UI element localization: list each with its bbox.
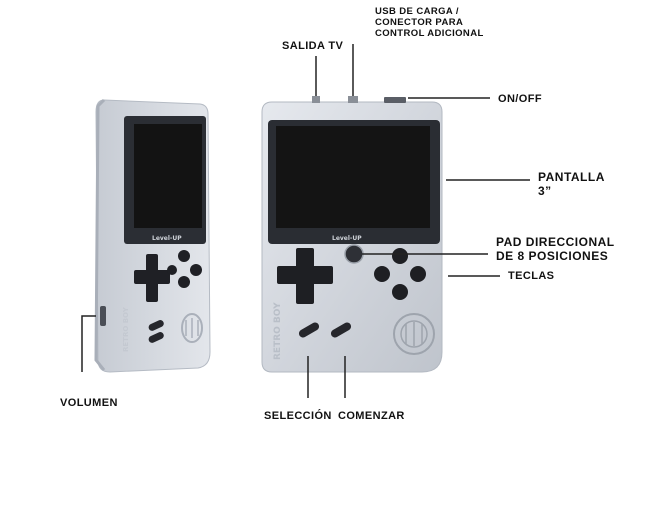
angled-button-2 bbox=[190, 264, 202, 276]
power-switch bbox=[384, 97, 406, 103]
label-teclas: TECLAS bbox=[508, 270, 555, 282]
front-button-right bbox=[410, 266, 426, 282]
angled-button-4 bbox=[167, 265, 177, 275]
leader-volumen bbox=[81, 315, 96, 372]
front-dpad-horizontal bbox=[277, 266, 333, 284]
label-seleccion: SELECCIÓN bbox=[264, 410, 332, 422]
label-volumen: VOLUMEN bbox=[60, 397, 118, 409]
front-start-button bbox=[330, 322, 352, 338]
tv-out-port bbox=[312, 96, 320, 103]
front-select-button bbox=[298, 322, 320, 338]
label-usb: USB DE CARGA / CONECTOR PARA CONTROL ADI… bbox=[375, 6, 484, 39]
front-screen bbox=[276, 126, 430, 228]
usb-port bbox=[348, 96, 358, 103]
front-model-text: RETRO BOY bbox=[273, 302, 283, 360]
front-button-bottom bbox=[392, 284, 408, 300]
angled-button-3 bbox=[178, 276, 190, 288]
front-small-pad bbox=[344, 244, 364, 264]
console-front-view: Level-UP RETRO BOY bbox=[261, 96, 443, 373]
angled-start bbox=[148, 332, 164, 343]
label-on-off: ON/OFF bbox=[498, 93, 542, 105]
angled-speaker bbox=[181, 313, 203, 343]
angled-brand-text: Level-UP bbox=[152, 235, 182, 242]
label-comenzar: COMENZAR bbox=[338, 410, 405, 422]
angled-shell-edge bbox=[94, 98, 106, 371]
front-speaker bbox=[393, 313, 435, 355]
console-angled-view: Level-UP RETRO BOY bbox=[94, 98, 211, 373]
front-button-left bbox=[374, 266, 390, 282]
label-salida-tv: SALIDA TV bbox=[282, 40, 344, 52]
volume-wheel bbox=[100, 306, 106, 326]
angled-select bbox=[148, 320, 164, 331]
front-button-top bbox=[392, 248, 408, 264]
leader-lines bbox=[81, 44, 530, 398]
angled-model-text: RETRO BOY bbox=[122, 306, 130, 352]
label-pantalla: PANTALLA 3” bbox=[538, 170, 605, 198]
front-brand-text: Level-UP bbox=[332, 235, 362, 242]
angled-button-1 bbox=[178, 250, 190, 262]
label-pad: PAD DIRECCIONAL DE 8 POSICIONES bbox=[496, 235, 615, 263]
angled-dpad-horizontal bbox=[134, 270, 170, 284]
angled-screen bbox=[134, 124, 202, 228]
